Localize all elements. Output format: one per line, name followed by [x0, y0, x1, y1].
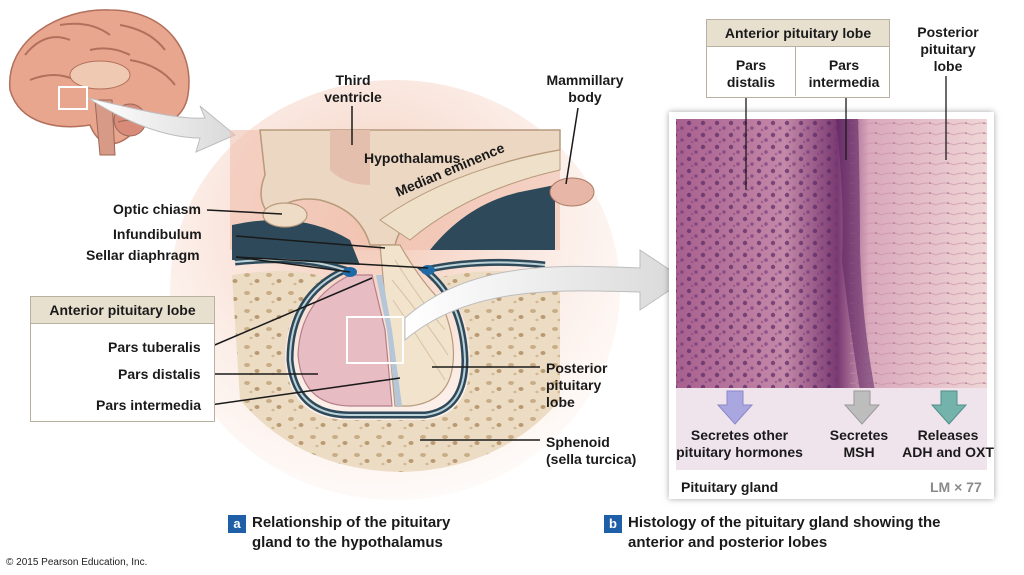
anterior-lobe-shape: [297, 274, 393, 407]
sphenoid-bone: [232, 271, 560, 472]
label-optic-chiasm: Optic chiasm: [113, 201, 201, 217]
histology-anterior-box-title: Anterior pituitary lobe: [706, 19, 890, 47]
histology-footer-title: Pituitary gland: [681, 479, 779, 495]
label-hypothalamus: Hypothalamus: [364, 150, 461, 166]
label-infundibulum: Infundibulum: [113, 226, 202, 242]
label-pars-distalis: Pars distalis: [118, 366, 201, 382]
histology-magnification: LM × 77: [930, 479, 982, 495]
histology-footer: [676, 472, 987, 498]
label-pars-tuberalis: Pars tuberalis: [108, 339, 201, 355]
zoom-box: [346, 316, 404, 364]
anterior-lobe-box-title: Anterior pituitary lobe: [30, 296, 215, 324]
zoom-arrow-left: [87, 97, 236, 153]
label-pars-intermedia: Pars intermedia: [96, 397, 202, 413]
label-sphenoid: Sphenoid(sella turcica): [546, 434, 637, 467]
leader-lines: [206, 106, 579, 441]
histology-box-divider: [795, 46, 796, 96]
caption-b-badge: b: [604, 515, 622, 533]
label-sellar-diaphragm: Sellar diaphragm: [86, 247, 200, 263]
copyright-credit: © 2015 Pearson Education, Inc.: [6, 557, 148, 568]
caption-b: Histology of the pituitary gland showing…: [628, 514, 941, 551]
brain-icon: [9, 9, 190, 156]
caption-a-badge: a: [228, 515, 246, 533]
